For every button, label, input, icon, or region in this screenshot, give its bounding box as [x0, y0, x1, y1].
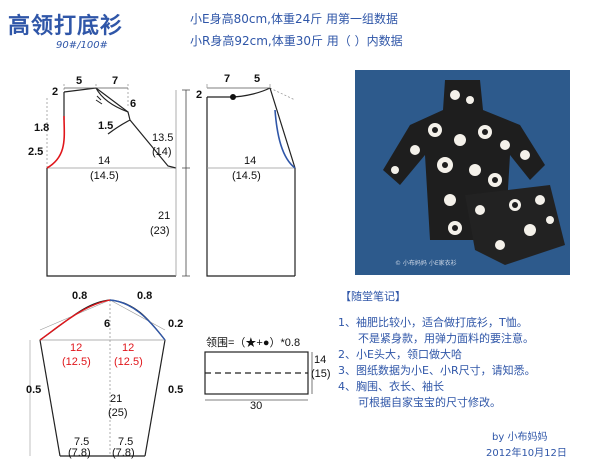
- back-width-alt-label: (14.5): [232, 170, 261, 182]
- sleeve-cap-back: [109, 299, 166, 341]
- sleeve-half-left-label: 12: [70, 342, 83, 354]
- sleeve-length-label: 21: [110, 393, 123, 405]
- sleeve-half-left-alt-label: (12.5): [62, 356, 91, 368]
- garment-photo: © 小布妈妈 小E家衣衫: [355, 70, 570, 275]
- notes-date: 2012年10月12日: [486, 448, 567, 459]
- collar-width-label: 30: [250, 400, 263, 412]
- front-length-label: 13.5: [152, 132, 174, 144]
- front-body-label: 21: [158, 210, 171, 222]
- sleeve-cuff-right-alt-label: (7.8): [112, 447, 135, 459]
- sleeve-length-alt-label: (25): [108, 407, 128, 419]
- sleeve-half-right-label: 12: [122, 342, 135, 354]
- page-title: 高领打底衫: [8, 14, 124, 39]
- sleeve-half-right-alt-label: (12.5): [114, 356, 143, 368]
- notes-author: by 小布妈妈: [492, 432, 548, 443]
- note-item-2: 2、小E头大，领口做大哈: [338, 348, 462, 361]
- front-armhole-inset-label: 1.8: [34, 122, 50, 134]
- front-side-inset-label: 2.5: [28, 146, 44, 158]
- back-armhole-curve: [274, 109, 296, 169]
- garment-photo-illustration: [355, 70, 570, 275]
- sleeve-cuff-left-alt-label: (7.8): [68, 447, 91, 459]
- front-body-alt-label: (23): [150, 225, 170, 237]
- sleeve-side-right-label: 0.5: [168, 384, 184, 396]
- notes-title: 【随堂笔记】: [340, 290, 406, 303]
- front-width-alt-label: (14.5): [90, 170, 119, 182]
- note-item-1: 1、袖肥比较小，适合做打底衫，T恤。: [338, 316, 528, 329]
- back-neck-mark: [230, 94, 236, 100]
- note-item-3: 3、图纸数据为小E、小R尺寸，请知悉。: [338, 364, 536, 377]
- note-item-1b: 不是紧身款，用弹力面料的要注意。: [358, 332, 534, 345]
- front-length-guide: [182, 89, 190, 277]
- back-neck-width-label: 7: [224, 73, 231, 85]
- size-label: 90#/100#: [56, 40, 108, 51]
- back-piece: [206, 84, 296, 277]
- front-piece: [46, 84, 177, 277]
- front-shoulder-drop-label: 6: [130, 98, 137, 110]
- note-item-4: 4、胸围、衣长、袖长: [338, 380, 444, 393]
- collar-height-alt-label: (15): [311, 368, 331, 380]
- front-armhole-curve: [46, 115, 66, 169]
- back-neck-left-label: 2: [196, 89, 203, 101]
- collar-height-label: 14: [314, 354, 327, 366]
- sleeve-cap-right-label: 0.8: [137, 290, 153, 302]
- sleeve-cap-left-label: 0.8: [72, 290, 88, 302]
- sleeve-cap-height-label: 6: [104, 318, 111, 330]
- collar-piece: [204, 351, 313, 401]
- front-shoulder-right-label: 7: [112, 75, 119, 87]
- front-width-label: 14: [98, 155, 111, 167]
- note-small-size: 小E身高80cm,体重24斤 用第一组数据: [190, 12, 399, 26]
- sleeve-cuff-right-label: 7.5: [118, 436, 134, 448]
- sleeve-cap-offset-label: 0.2: [168, 318, 184, 330]
- front-neck-curve-label: 1.5: [98, 120, 114, 132]
- front-neck-depth-label: 2: [52, 86, 59, 98]
- note-large-size: 小R身高92cm,体重30斤 用（ ）内数据: [190, 34, 403, 48]
- collar-formula: 领围=（★+●）*0.8: [206, 337, 301, 349]
- back-neck-depth-label: 5: [254, 73, 261, 85]
- sleeve-cuff-left-label: 7.5: [74, 436, 90, 448]
- back-width-label: 14: [244, 155, 257, 167]
- sleeve-side-left-label: 0.5: [26, 384, 42, 396]
- front-length-alt-label: (14): [152, 146, 172, 158]
- note-item-4b: 可根据自家宝宝的尺寸修改。: [358, 396, 501, 409]
- sleeve-piece: [29, 299, 166, 457]
- photo-caption: © 小布妈妈 小E家衣衫: [395, 260, 457, 267]
- sleeve-cap-front: [39, 299, 111, 341]
- front-shoulder-left-label: 5: [76, 75, 83, 87]
